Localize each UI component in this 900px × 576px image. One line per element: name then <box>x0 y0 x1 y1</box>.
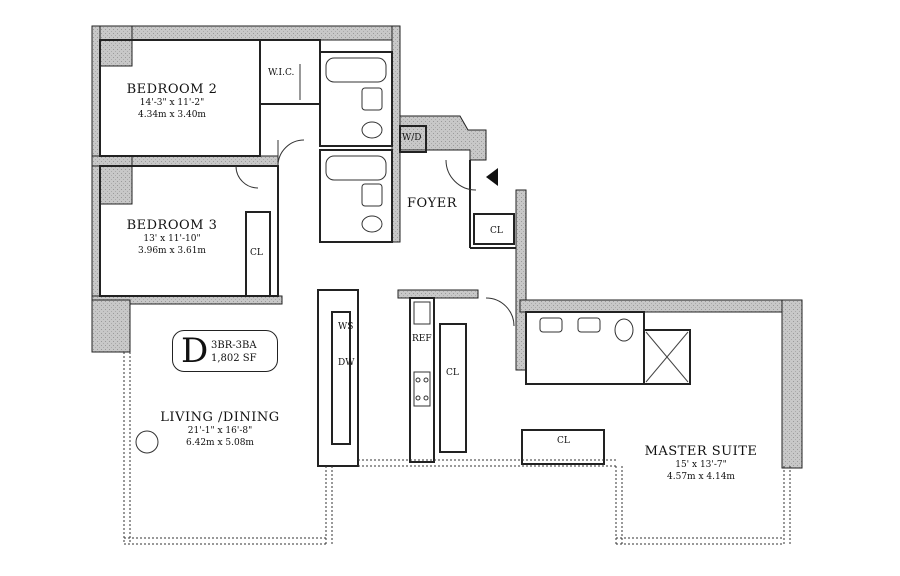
room-dim-m: 4.57m x 4.14m <box>667 471 735 482</box>
dishwasher-label: DW <box>338 358 355 368</box>
unit-type: 3BR-3BA <box>211 340 257 351</box>
bedroom2-label: BEDROOM 2 14'-3" x 11'-2" 4.34m x 3.40m <box>112 82 232 121</box>
closet-master-label: CL <box>557 436 570 446</box>
unit-badge: D 3BR-3BA 1,802 SF <box>172 330 278 372</box>
closet-foyer-label: CL <box>490 226 503 236</box>
room-name: BEDROOM 3 <box>126 218 218 233</box>
room-name: BEDROOM 2 <box>126 82 218 97</box>
room-dim-ft: 15' x 13'-7" <box>675 460 727 471</box>
walls <box>91 25 803 469</box>
unit-letter: D <box>181 331 209 371</box>
closet-b3-label: CL <box>250 248 263 258</box>
doors <box>235 64 515 327</box>
room-name: MASTER SUITE <box>644 444 758 459</box>
unit-sf: 1,802 SF <box>211 353 257 364</box>
room-dim-ft: 14'-3" x 11'-2" <box>139 98 205 109</box>
room-dim-ft: 13' x 11'-10" <box>143 234 201 245</box>
living-label: LIVING /DINING 21'-1" x 16'-8" 6.42m x 5… <box>150 410 290 449</box>
room-name: LIVING /DINING <box>160 410 280 425</box>
fixtures <box>135 57 634 454</box>
washer-sink-label: WS <box>338 322 354 332</box>
wd-label: W/D <box>402 133 422 143</box>
shower <box>645 331 689 383</box>
master-label: MASTER SUITE 15' x 13'-7" 4.57m x 4.14m <box>636 444 766 483</box>
room-dim-m: 4.34m x 3.40m <box>138 109 206 120</box>
wic-label: W.I.C. <box>268 68 295 78</box>
room-dim-m: 3.96m x 3.61m <box>138 245 206 256</box>
windows <box>123 352 791 545</box>
entry-arrow-icon <box>486 168 498 186</box>
closet-kitchen-label: CL <box>446 368 459 378</box>
refrigerator-label: REF <box>412 334 432 344</box>
room-dim-ft: 21'-1" x 16'-8" <box>187 426 253 437</box>
interior-walls <box>99 39 691 467</box>
room-dim-m: 6.42m x 5.08m <box>186 437 254 448</box>
foyer-label: FOYER <box>406 196 458 211</box>
bedroom3-label: BEDROOM 3 13' x 11'-10" 3.96m x 3.61m <box>112 218 232 257</box>
